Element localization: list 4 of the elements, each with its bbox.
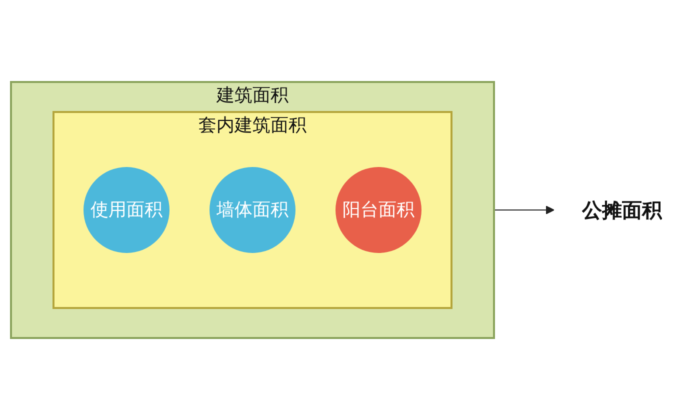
arrow xyxy=(493,206,554,214)
node-circle: 阳台面积 xyxy=(335,167,421,253)
node-circle: 使用面积 xyxy=(83,167,169,253)
node-circle: 墙体面积 xyxy=(209,167,295,253)
